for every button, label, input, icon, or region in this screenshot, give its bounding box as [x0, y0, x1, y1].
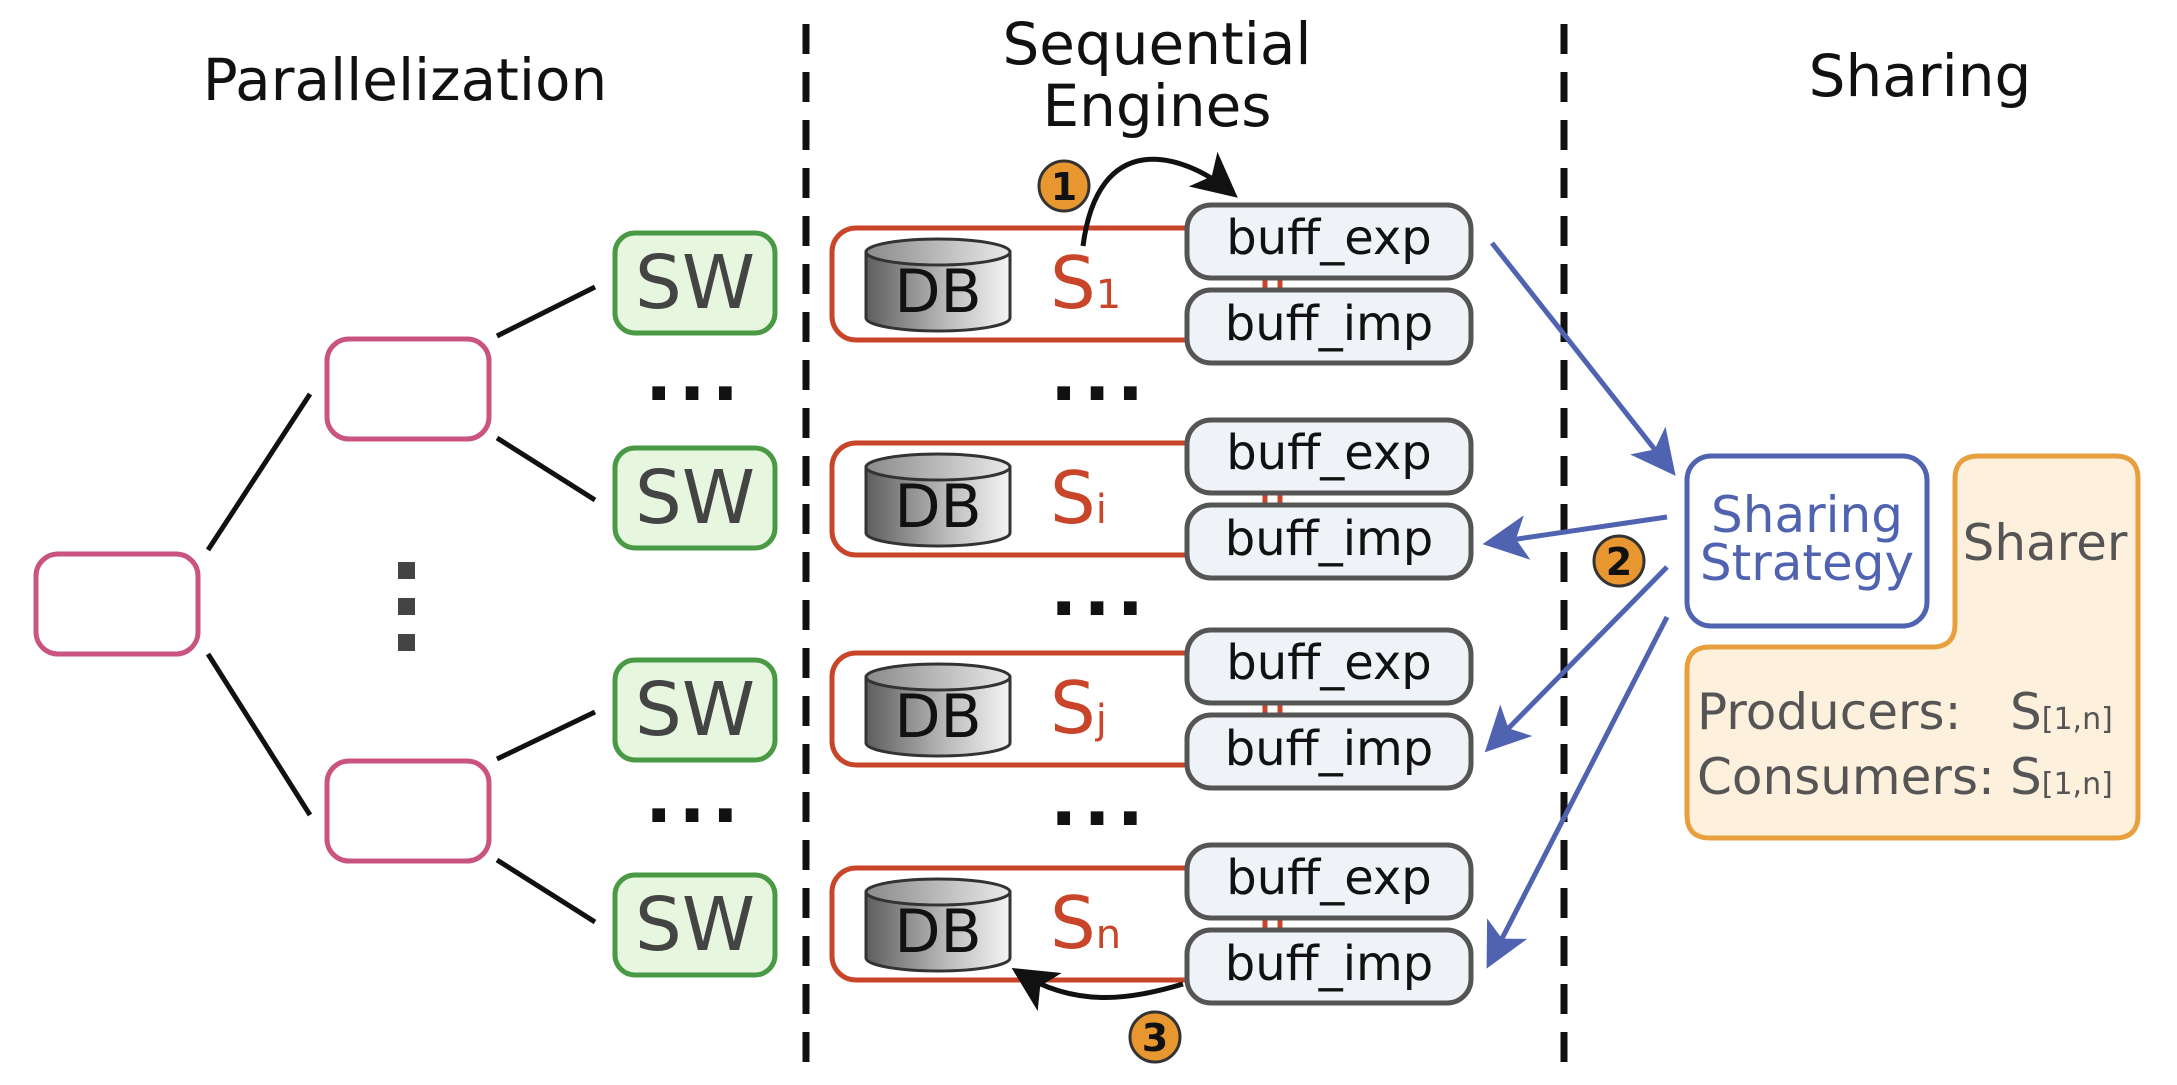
- buffer-export-label: buff_exp: [1226, 850, 1432, 906]
- worker-label: SW: [635, 667, 755, 753]
- engine-sn: DB Sn buff_exp buff_imp: [829, 842, 1474, 1006]
- worker-label: SW: [635, 882, 755, 968]
- svg-text:3: 3: [1142, 1016, 1168, 1060]
- step-badge-3: 3: [1128, 1010, 1182, 1064]
- arrow-exp-to-strategy: [1490, 241, 1676, 476]
- step-badge-2: 2: [1592, 534, 1646, 588]
- buffer-export: [1184, 417, 1474, 496]
- buffer-export: [1184, 842, 1474, 921]
- section-title-sequential-line1: Sequential: [1002, 10, 1311, 78]
- engine-ellipsis-3: ...: [1050, 758, 1150, 842]
- worker-sw-2: SW: [612, 445, 778, 551]
- buffer-import: [1184, 927, 1474, 1006]
- section-title-sequential-line2: Engines: [1043, 72, 1272, 140]
- worker-label: SW: [635, 455, 755, 541]
- step-badge-1: 1: [1037, 159, 1091, 213]
- section-title-sharing: Sharing: [1809, 42, 2032, 110]
- buffer-import: [1184, 712, 1474, 791]
- engine-ellipsis-2: ...: [1050, 548, 1150, 632]
- svg-text:2: 2: [1606, 540, 1632, 584]
- buffer-import-label: buff_imp: [1225, 721, 1434, 777]
- section-title-parallelization: Parallelization: [203, 46, 608, 114]
- engine-name: S1: [1050, 241, 1121, 325]
- engine-name: Sn: [1050, 881, 1121, 965]
- buffer-export: [1184, 202, 1474, 281]
- db-label: DB: [894, 897, 981, 967]
- buffer-export-label: buff_exp: [1226, 635, 1432, 691]
- tree-edges: [205, 284, 597, 925]
- worker-label: SW: [635, 240, 755, 326]
- db-label: DB: [894, 472, 981, 542]
- buffer-import-label: buff_imp: [1225, 936, 1434, 992]
- buffer-import-label: buff_imp: [1225, 296, 1434, 352]
- tree-root-node: [33, 551, 201, 657]
- step1-arrow: [1080, 151, 1238, 247]
- engine-name: Si: [1050, 456, 1107, 540]
- buffer-import: [1184, 502, 1474, 581]
- tree-node-top: [324, 336, 492, 442]
- svg-text:1: 1: [1051, 165, 1077, 209]
- sharing-arrows: [1482, 241, 1676, 969]
- engine-name: Sj: [1050, 666, 1107, 750]
- buffer-export-label: buff_exp: [1226, 210, 1432, 266]
- db-label: DB: [894, 257, 981, 327]
- engine-s1: DB S1 buff_exp buff_imp: [829, 202, 1474, 366]
- consumers-label: Consumers:: [1697, 748, 1995, 806]
- arrow-strategy-to-imp-i: [1482, 514, 1668, 560]
- worker-sw-3: SW: [612, 657, 778, 763]
- engine-si: DB Si buff_exp buff_imp: [829, 417, 1474, 581]
- parallel-tree: [33, 336, 492, 864]
- sharer-box: [1684, 453, 2141, 841]
- buffer-import: [1184, 287, 1474, 366]
- sharing-strategy-line1: Sharing: [1711, 486, 1903, 544]
- db-label: DB: [894, 682, 981, 752]
- producers-value: S[1,n]: [2010, 683, 2113, 741]
- consumers-value: S[1,n]: [2010, 748, 2113, 806]
- sharer-label: Sharer: [1963, 514, 2128, 572]
- database-icon: DB: [864, 877, 1012, 973]
- database-icon: DB: [864, 237, 1012, 333]
- tree-node-bottom: [324, 758, 492, 864]
- buffer-import-label: buff_imp: [1225, 511, 1434, 567]
- database-icon: DB: [864, 452, 1012, 548]
- worker-ellipsis-2: ...: [645, 755, 745, 839]
- worker-sw-4: SW: [612, 872, 778, 978]
- worker-sw-1: SW: [612, 230, 778, 336]
- sharing-strategy-box: [1684, 453, 1930, 629]
- buffer-export: [1184, 627, 1474, 706]
- producers-label: Producers:: [1697, 683, 1961, 741]
- worker-ellipsis-1: ...: [645, 333, 745, 417]
- arrow-strategy-to-imp-n: [1486, 615, 1670, 969]
- sharing-strategy-line2: Strategy: [1700, 534, 1914, 592]
- engine-ellipsis-1: ...: [1050, 333, 1150, 417]
- tree-vertical-ellipsis: [398, 562, 415, 651]
- engine-sj: DB Sj buff_exp buff_imp: [829, 627, 1474, 791]
- step3-arrow: [1011, 967, 1184, 1012]
- database-icon: DB: [864, 662, 1012, 758]
- buffer-export-label: buff_exp: [1226, 425, 1432, 481]
- arrow-strategy-to-imp-j: [1484, 565, 1669, 753]
